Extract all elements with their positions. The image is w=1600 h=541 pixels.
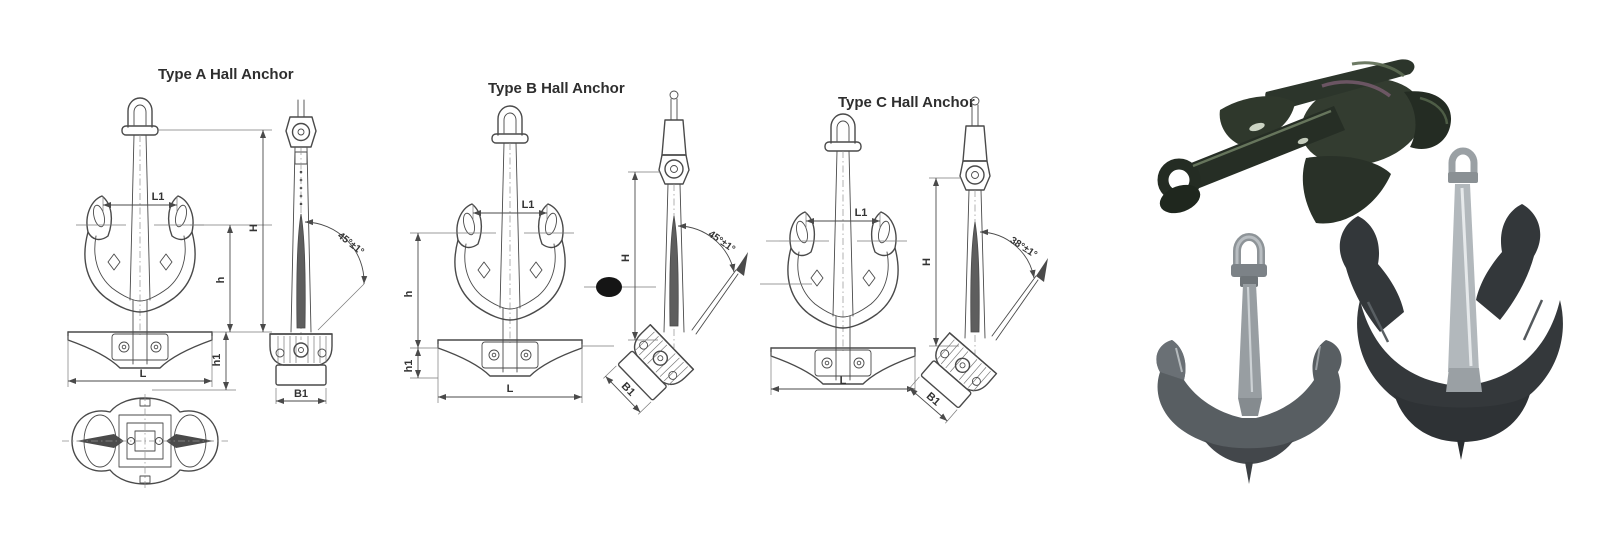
- type-b-dim-h: h: [403, 290, 415, 297]
- type-a-title: Type A Hall Anchor: [158, 66, 294, 83]
- type-c-front-view: L1 L: [760, 113, 916, 395]
- type-a-angle-label: 45°±1°: [335, 230, 366, 257]
- type-c-dim-L1: L1: [855, 207, 868, 219]
- type-a-side-view: 45°±1° B1: [269, 99, 368, 404]
- type-c-dim-L: L: [840, 375, 847, 387]
- type-a-dim-h: h: [215, 276, 227, 283]
- type-c-dim-H: H: [921, 258, 933, 266]
- type-c-side-view: H 38°±1° B1: [907, 96, 1048, 424]
- type-a-dim-H: H: [248, 224, 260, 232]
- type-b-title: Type B Hall Anchor: [488, 80, 625, 97]
- type-a-dim-L1: L1: [152, 191, 165, 203]
- type-c-dim-B1: B1: [924, 390, 942, 408]
- type-a-top-view: [62, 394, 228, 488]
- type-b-dim-L: L: [507, 383, 514, 395]
- type-b-angle-label: 45°±1°: [706, 229, 737, 255]
- type-a-dim-L: L: [140, 368, 147, 380]
- hall-anchor-photo-standing-large: [1339, 147, 1563, 460]
- type-c-title: Type C Hall Anchor: [838, 94, 975, 111]
- hall-anchor-photo-lying: [1157, 59, 1452, 224]
- type-c-angle-label: 38°±1°: [1008, 235, 1039, 261]
- type-b-front-view: L1 h h1 L: [403, 105, 614, 403]
- type-b-side-view: H 45°±1° B1: [603, 90, 748, 415]
- black-dot-marker: [596, 277, 622, 297]
- type-b-dim-L1: L1: [522, 199, 535, 211]
- type-b-dim-B1: B1: [619, 380, 637, 398]
- hall-anchor-photo-standing-small: [1156, 233, 1342, 484]
- type-a-dim-h1: h1: [211, 354, 223, 367]
- type-a-front-view: L1 h H h1 L: [67, 97, 272, 391]
- type-b-dim-H: H: [620, 254, 632, 262]
- type-a-dim-B1: B1: [294, 388, 308, 400]
- type-b-dim-h1: h1: [403, 360, 415, 373]
